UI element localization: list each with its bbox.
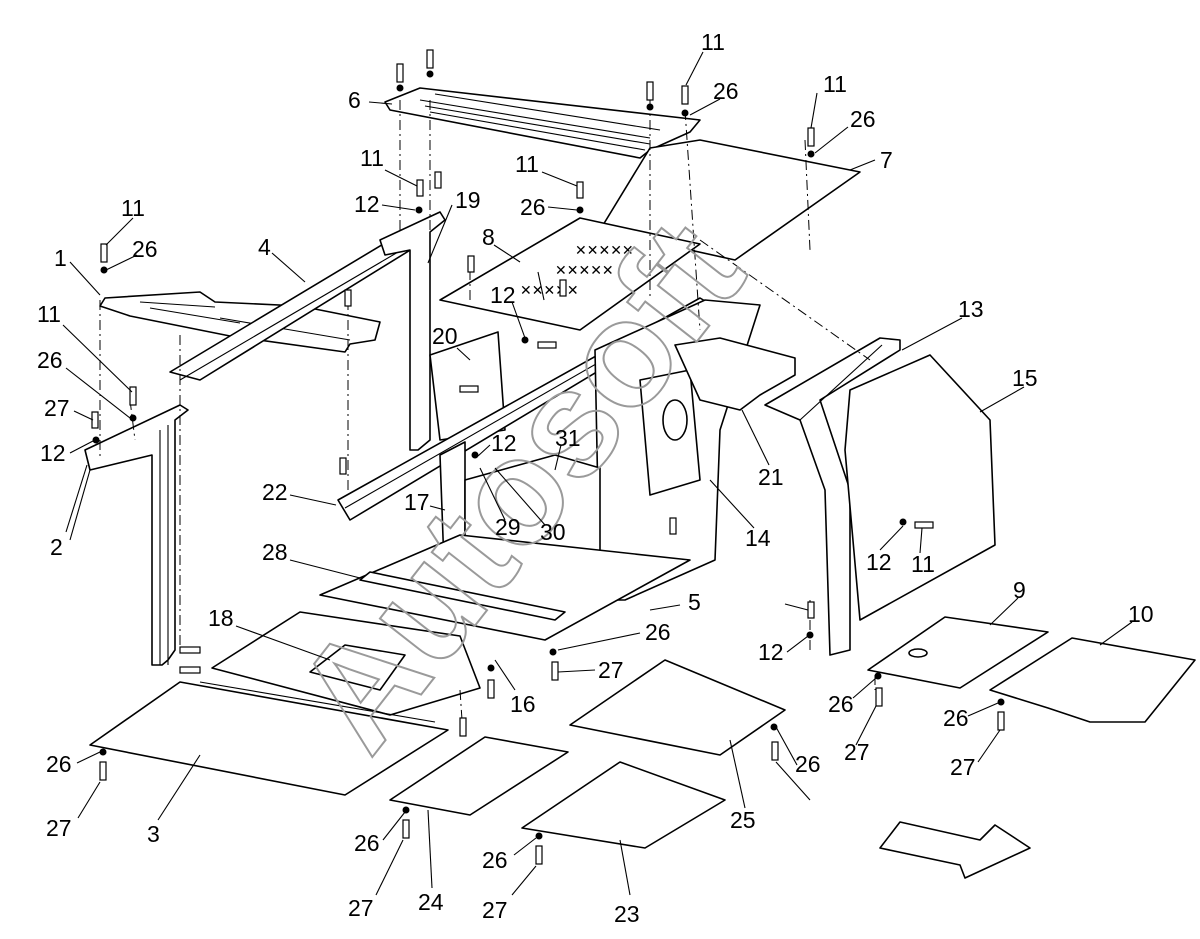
- callout-26: 26: [795, 751, 821, 777]
- callout-27: 27: [950, 754, 976, 780]
- callout-1: 1: [54, 245, 67, 271]
- callout-7: 7: [880, 147, 893, 173]
- part-25-plate: [569, 659, 786, 756]
- callout-29: 29: [495, 514, 521, 540]
- part-6-top-grille: [384, 87, 701, 159]
- callout-26: 26: [482, 847, 508, 873]
- callout-27: 27: [46, 815, 72, 841]
- callout-27: 27: [482, 897, 508, 923]
- callout-26: 26: [828, 691, 854, 717]
- callout-4: 4: [258, 234, 271, 260]
- washer-fasteners: [92, 70, 1005, 840]
- callout-11: 11: [37, 301, 61, 327]
- callout-15: 15: [1012, 365, 1038, 391]
- callout-3: 3: [147, 821, 160, 847]
- part-19-vertical-post: [379, 211, 446, 451]
- part-18-floor-plate: [211, 611, 481, 716]
- callout-28: 28: [262, 539, 288, 565]
- part-24-plate: [389, 736, 569, 816]
- callout-12: 12: [490, 282, 516, 308]
- callout-16: 16: [510, 691, 536, 717]
- callout-27: 27: [844, 739, 870, 765]
- callout-14: 14: [745, 525, 771, 551]
- callout-19: 19: [455, 187, 481, 213]
- callout-8: 8: [482, 224, 495, 250]
- callout-20: 20: [432, 323, 458, 349]
- callout-11: 11: [701, 29, 725, 55]
- callout-26: 26: [354, 830, 380, 856]
- callout-26: 26: [943, 705, 969, 731]
- callout-27: 27: [44, 395, 70, 421]
- callout-27: 27: [348, 895, 374, 921]
- callout-18: 18: [208, 605, 234, 631]
- svg-text:✕✕✕✕✕: ✕✕✕✕✕: [575, 242, 634, 258]
- callout-22: 22: [262, 479, 288, 505]
- callout-12: 12: [866, 549, 892, 575]
- callout-17: 17: [404, 489, 430, 515]
- direction-arrow-icon: [879, 821, 1031, 879]
- part-1-top-plate: [99, 291, 381, 353]
- bolt-fasteners: [91, 49, 1005, 865]
- callout-26: 26: [645, 619, 671, 645]
- part-3-bottom-plate: [89, 681, 449, 796]
- callout-11: 11: [360, 145, 384, 171]
- callout-24: 24: [418, 889, 444, 915]
- part-9-plate: [867, 616, 1049, 689]
- callout-26: 26: [132, 236, 158, 262]
- callout-6: 6: [348, 87, 361, 113]
- callout-12: 12: [40, 440, 66, 466]
- svg-text:✕✕✕✕✕: ✕✕✕✕✕: [555, 262, 614, 278]
- part-15-side-panel: [844, 354, 996, 621]
- callout-11: 11: [911, 551, 935, 577]
- callout-12: 12: [758, 639, 784, 665]
- part-21-bracket: [674, 337, 796, 411]
- callout-30: 30: [540, 519, 566, 545]
- callout-26: 26: [713, 78, 739, 104]
- part-5-base: [319, 534, 691, 641]
- callout-26: 26: [46, 751, 72, 777]
- callout-13: 13: [958, 296, 984, 322]
- assembly-guide-lines: [99, 100, 876, 721]
- callout-26: 26: [520, 194, 546, 220]
- callout-31: 31: [555, 425, 581, 451]
- part-28-bar: [359, 571, 566, 621]
- part-10-plate: [989, 637, 1196, 723]
- callout-11: 11: [823, 71, 847, 97]
- callout-12: 12: [354, 191, 380, 217]
- callout-10: 10: [1128, 601, 1154, 627]
- callout-23: 23: [614, 901, 640, 927]
- callout-2: 2: [50, 534, 63, 560]
- callout-26: 26: [37, 347, 63, 373]
- callout-12: 12: [491, 430, 517, 456]
- callout-25: 25: [730, 807, 756, 833]
- callout-26: 26: [850, 106, 876, 132]
- callout-21: 21: [758, 464, 784, 490]
- part-2-left-post: [84, 404, 189, 666]
- leader-lines: [62, 51, 1133, 896]
- callout-5: 5: [688, 589, 701, 615]
- callout-11: 11: [121, 195, 145, 221]
- callout-9: 9: [1013, 577, 1026, 603]
- callout-labels: 11 26 6 11 26 7 11 12 19 11 26 8 11 26 1…: [37, 29, 1154, 927]
- part-23-plate: [521, 761, 726, 849]
- callout-11: 11: [515, 151, 539, 177]
- part-7-top-panel: [599, 139, 861, 261]
- callout-27: 27: [598, 657, 624, 683]
